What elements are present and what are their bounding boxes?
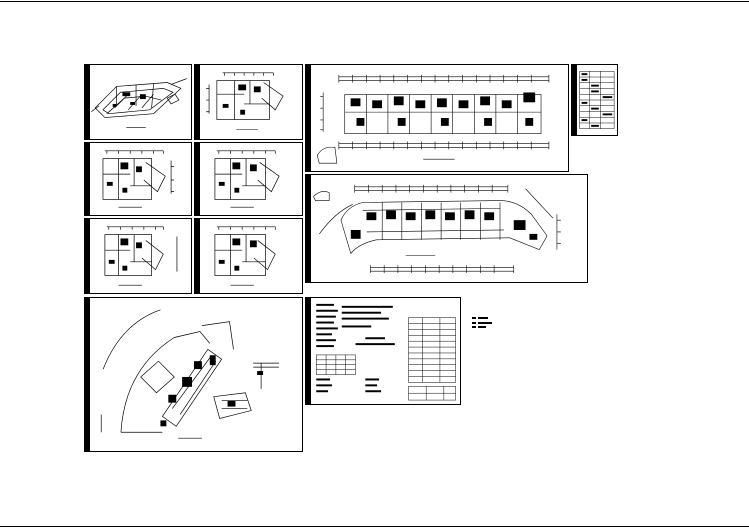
unit-plan-3-drawing xyxy=(214,150,280,208)
sheet-floor-plan-long[interactable] xyxy=(305,64,569,172)
design-notes-content xyxy=(316,303,456,401)
sheet-floor-plan-curved-margin-strip xyxy=(306,175,311,282)
sheet-unit-plan-4[interactable] xyxy=(84,218,192,294)
unit-plan-4-drawing xyxy=(104,226,178,286)
sheet-unit-plan-3-margin-strip xyxy=(195,143,200,215)
sheet-floor-plan-long-margin-strip xyxy=(306,65,311,171)
sheet-title-table-margin-strip xyxy=(572,65,577,135)
top-rule xyxy=(0,1,749,2)
sheet-unit-plan-3[interactable] xyxy=(194,142,303,216)
sheet-title-table[interactable] xyxy=(571,64,618,136)
sheet-site-plan[interactable] xyxy=(84,297,303,452)
sheet-unit-plan-2-margin-strip xyxy=(85,143,90,215)
title-table-grid xyxy=(579,71,615,129)
floor-plan-long-drawing xyxy=(316,74,550,164)
unit-plan-1-drawing xyxy=(206,72,284,130)
sheet-axonometric[interactable] xyxy=(84,64,192,140)
sheet-unit-plan-4-margin-strip xyxy=(85,219,90,293)
sheet-unit-plan-1-margin-strip xyxy=(195,65,200,139)
legend-symbols xyxy=(472,317,492,328)
sheet-design-notes[interactable] xyxy=(305,297,461,405)
sheet-axonometric-margin-strip xyxy=(85,65,90,139)
sheet-unit-plan-1[interactable] xyxy=(194,64,303,140)
site-plan-drawing xyxy=(100,309,279,439)
sheet-site-plan-margin-strip xyxy=(85,298,90,451)
sheet-floor-plan-curved[interactable] xyxy=(305,174,588,283)
sheet-design-notes-margin-strip xyxy=(306,298,311,404)
unit-plan-5-drawing xyxy=(214,226,276,286)
bottom-rule xyxy=(0,526,749,527)
unit-plan-2-drawing xyxy=(102,150,174,208)
sheet-unit-plan-5[interactable] xyxy=(194,218,303,294)
floor-plan-curved-drawing xyxy=(313,184,561,274)
sheet-unit-plan-2[interactable] xyxy=(84,142,192,216)
axonometric-drawing xyxy=(91,78,187,128)
sheet-unit-plan-5-margin-strip xyxy=(195,219,200,293)
